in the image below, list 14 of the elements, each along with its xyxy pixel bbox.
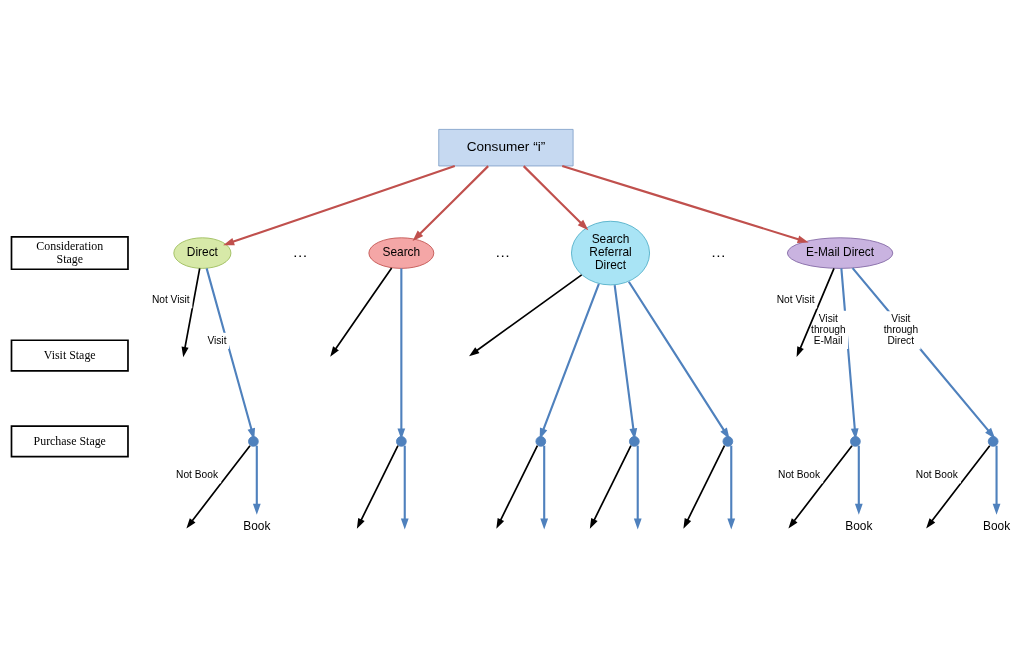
edge-label: Not Visit <box>776 293 815 305</box>
label: … <box>292 242 308 260</box>
label: … <box>494 242 511 260</box>
edge-label: Visit <box>207 334 227 346</box>
edge-label: Not Book <box>915 468 958 480</box>
edge-label: Not Visit <box>151 293 190 305</box>
edge-label: Visit through Direct <box>883 312 919 346</box>
node-text: Book <box>845 518 873 533</box>
node-text: Book <box>243 518 271 533</box>
label: … <box>710 242 727 260</box>
edge-label: Not Book <box>176 468 218 480</box>
edge-label: Visit through E-Mail <box>811 312 846 346</box>
node-text: Book <box>983 518 1011 533</box>
edge-label: Not Book <box>778 468 820 480</box>
